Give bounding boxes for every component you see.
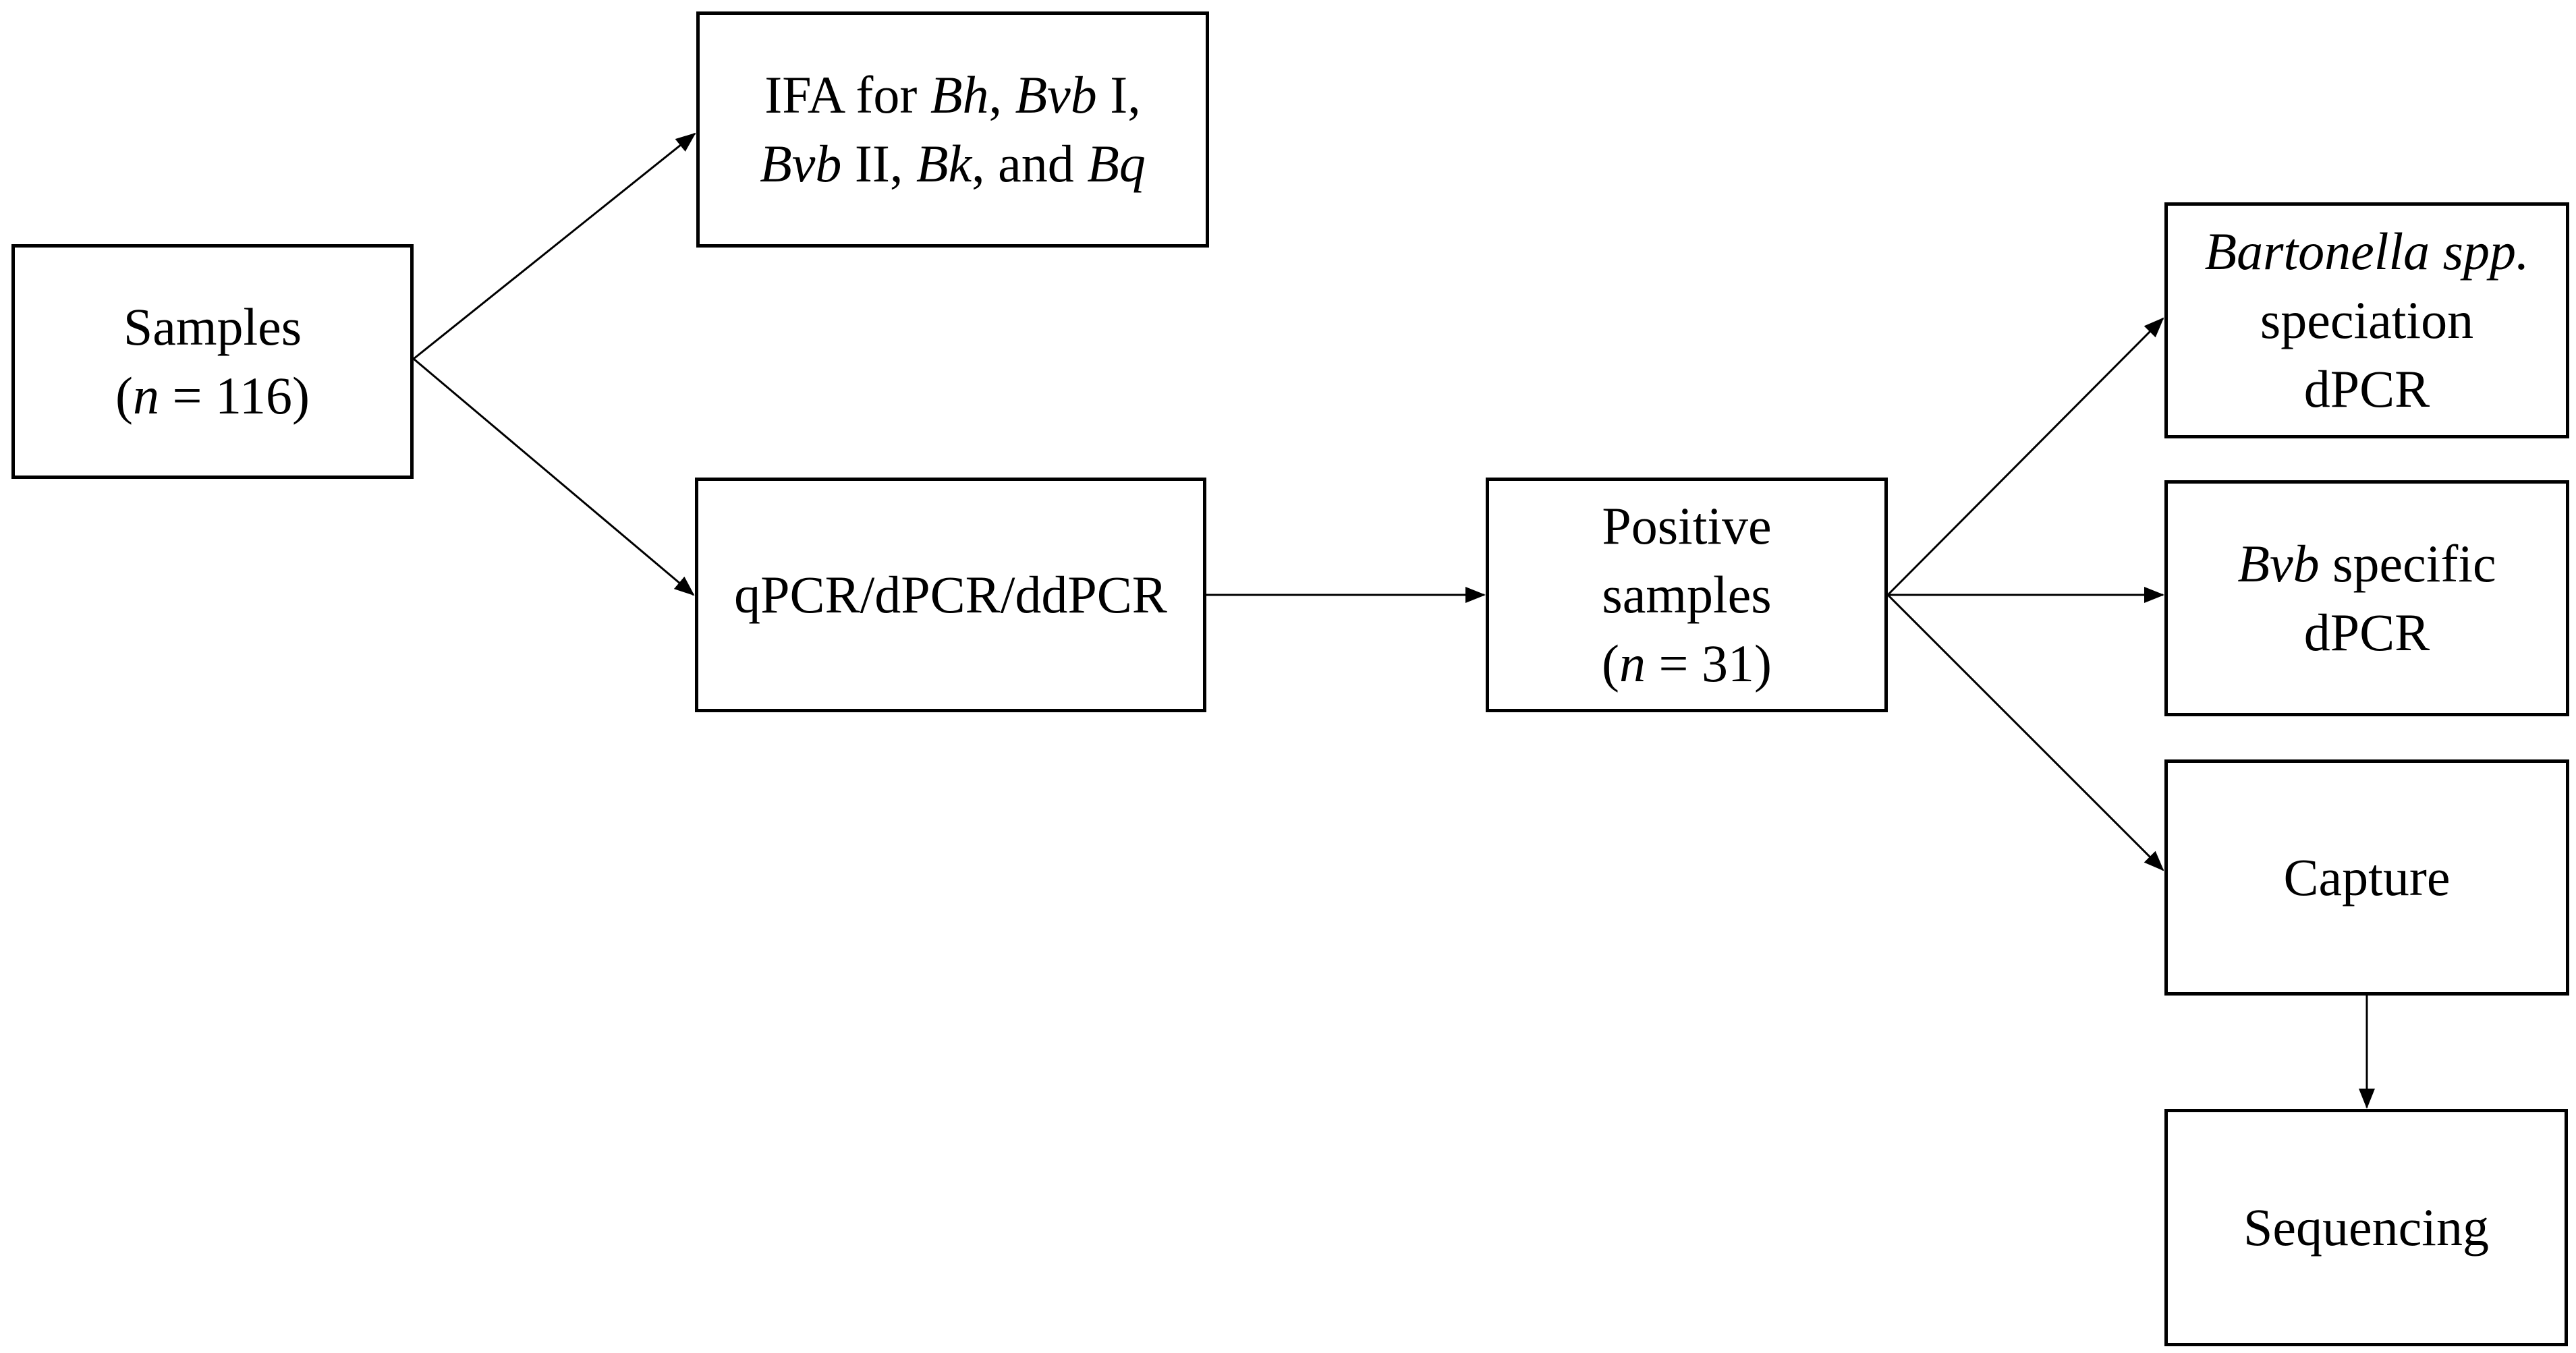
speciation-label-line: dPCR: [2304, 355, 2430, 424]
positive-label-segment: Positive: [1602, 496, 1772, 555]
positive-label-line: (n = 31): [1602, 629, 1772, 698]
arrow-positive-to-capture: [1886, 594, 2164, 871]
ifa-label-segment: , and: [972, 134, 1088, 193]
speciation-label-line: Bartonella spp.: [2205, 217, 2529, 286]
capture-label-line: Capture: [2284, 843, 2451, 912]
ifa-label-segment: I,: [1096, 65, 1141, 124]
bvb-label-line: Bvb specific: [2237, 529, 2496, 598]
sequencing-box: Sequencing: [2164, 1109, 2568, 1346]
ifa-label-segment: Bk: [916, 134, 972, 193]
ifa-label-segment: Bvb: [760, 134, 842, 193]
ifa-label-segment: Bvb: [1015, 65, 1097, 124]
ifa-box: IFA for Bh, Bvb I,Bvb II, Bk, and Bq: [696, 11, 1209, 248]
bvb-label-segment: dPCR: [2303, 603, 2430, 662]
ifa-label-segment: Bh: [930, 65, 989, 124]
sequencing-label-segment: Sequencing: [2243, 1198, 2489, 1257]
speciation-label-segment: Bartonella spp.: [2204, 222, 2529, 281]
ifa-label-line: Bvb II, Bk, and Bq: [760, 129, 1146, 198]
bvb-label-segment: Bvb: [2237, 534, 2320, 593]
samples-label-segment: Samples: [123, 297, 302, 356]
speciation-label-segment: dPCR: [2303, 359, 2430, 418]
samples-label-line: (n = 116): [115, 362, 310, 430]
speciation-dpcr-box: Bartonella spp. speciation dPCR: [2164, 202, 2569, 438]
samples-box: Samples (n = 116): [11, 244, 414, 479]
speciation-label-line: speciation: [2260, 286, 2473, 355]
sequencing-label-line: Sequencing: [2243, 1193, 2489, 1262]
positive-label-segment: samples: [1602, 565, 1772, 624]
arrow-samples-to-ifa: [413, 132, 696, 360]
capture-box: Capture: [2164, 759, 2569, 996]
positive-label-segment: n: [1619, 634, 1646, 693]
qpcr-label-line: qPCR/dPCR/ddPCR: [734, 560, 1167, 629]
bvb-label-line: dPCR: [2304, 598, 2430, 667]
positive-label-line: Positive: [1602, 492, 1771, 560]
positive-label-line: samples: [1602, 560, 1771, 629]
speciation-label-segment: speciation: [2260, 291, 2474, 349]
ifa-label-line: IFA for Bh, Bvb I,: [764, 61, 1140, 129]
arrow-positive-to-speciation: [1886, 317, 2164, 596]
ifa-label-segment: II,: [841, 134, 916, 193]
positive-label-segment: = 31): [1646, 634, 1772, 693]
samples-label-segment: (: [115, 366, 133, 425]
positive-label-segment: (: [1602, 634, 1619, 693]
ifa-label-segment: Bq: [1087, 134, 1146, 193]
qpcr-dpcr-ddpcr-box: qPCR/dPCR/ddPCR: [695, 478, 1206, 712]
ifa-label-segment: IFA for: [764, 65, 930, 124]
samples-label-segment: n: [132, 366, 159, 425]
bvb-label-segment: specific: [2319, 534, 2496, 593]
capture-label-segment: Capture: [2283, 848, 2451, 906]
arrow-samples-to-qpcr: [413, 357, 695, 596]
qpcr-label-segment: qPCR/dPCR/ddPCR: [734, 565, 1167, 624]
ifa-label-segment: ,: [988, 65, 1015, 124]
samples-label-line: Samples: [123, 293, 302, 362]
samples-label-segment: = 116): [159, 366, 310, 425]
